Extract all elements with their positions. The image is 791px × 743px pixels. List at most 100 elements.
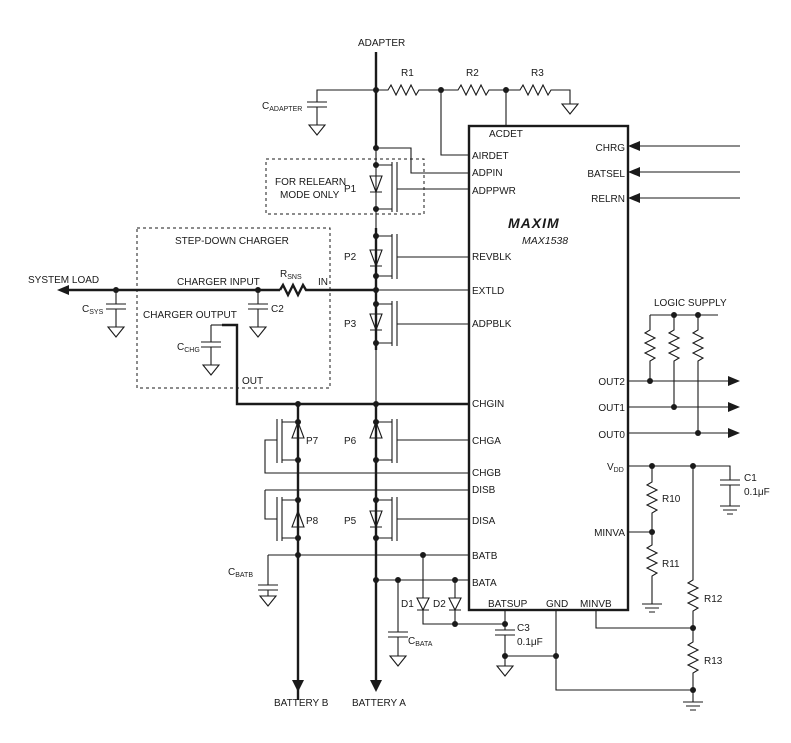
cbata-label: CBATA	[408, 636, 433, 648]
csys-label: CSYS	[82, 304, 104, 316]
pin-adpblk: ADPBLK	[472, 319, 512, 330]
r10-label: R10	[662, 494, 681, 505]
p2-label: P2	[344, 252, 357, 263]
in-label: IN	[318, 277, 328, 288]
r3-label: R3	[531, 68, 544, 79]
arrow-right-icon	[728, 402, 740, 412]
arrow-left-icon	[628, 167, 640, 177]
ground-icon	[106, 326, 126, 338]
pin-batsel: BATSEL	[587, 169, 625, 180]
cadapter-label: CADAPTER	[262, 101, 302, 113]
pin-adpin: ADPIN	[472, 168, 503, 179]
arrow-right-icon	[728, 376, 740, 386]
pin-out2: OUT2	[598, 377, 625, 388]
d2-label: D2	[433, 599, 446, 610]
c3-label: C3	[517, 623, 530, 634]
pin-minvb: MINVB	[580, 599, 612, 610]
ic-body	[467, 124, 630, 612]
arrow-left-icon	[628, 193, 640, 203]
arrow-down-icon	[292, 680, 304, 692]
c1-value: 0.1μF	[744, 487, 770, 498]
system-load-label: SYSTEM LOAD	[28, 275, 99, 286]
p8-mosfet	[264, 490, 305, 541]
pullup-resistor	[643, 315, 657, 381]
ground-icon	[201, 364, 221, 376]
ground-icon	[683, 701, 703, 711]
pin-bata: BATA	[472, 578, 497, 589]
pin-gnd: GND	[546, 599, 568, 610]
relearn-line2: MODE ONLY	[280, 190, 340, 201]
arrow-right-icon	[728, 428, 740, 438]
r2-label: R2	[466, 68, 479, 79]
r11-label: R11	[662, 559, 680, 570]
pin-acdet: ACDET	[489, 129, 523, 140]
ground-icon	[495, 665, 515, 677]
adapter-label: ADAPTER	[358, 38, 405, 49]
battery-b-label: BATTERY B	[274, 698, 329, 709]
out-label: OUT	[242, 376, 263, 387]
stepdown-title: STEP-DOWN CHARGER	[175, 236, 289, 247]
d1-label: D1	[401, 599, 414, 610]
pin-chga: CHGA	[472, 436, 501, 447]
pin-out1: OUT1	[598, 403, 625, 414]
p1-mosfet	[369, 148, 469, 228]
pin-batsup: BATSUP	[488, 599, 528, 610]
ground-icon	[560, 103, 580, 115]
p7-label: P7	[306, 436, 319, 447]
charger-output-wire	[222, 323, 469, 406]
arrow-left-icon	[628, 141, 640, 151]
c3-value: 0.1μF	[517, 637, 543, 648]
p6-label: P6	[344, 436, 357, 447]
pin-minva: MINVA	[594, 528, 625, 539]
svg-text:MAXIM: MAXIM	[508, 215, 560, 231]
pin-adppwr: ADPPWR	[472, 186, 516, 197]
stepdown-box	[136, 227, 331, 389]
p7-mosfet	[264, 419, 469, 474]
c2-label: C2	[271, 304, 284, 315]
pin-chrg: CHRG	[596, 143, 626, 154]
pin-disa: DISA	[472, 516, 496, 527]
pin-chgin: CHGIN	[472, 399, 504, 410]
r1-r2-r3-divider	[376, 83, 571, 104]
logic-supply-label: LOGIC SUPPLY	[654, 298, 727, 309]
pullup-resistor	[667, 315, 681, 407]
arrow-left-icon	[57, 285, 69, 295]
r12-label: R12	[704, 594, 723, 605]
p3-mosfet	[369, 301, 469, 346]
maxim-logo: MAXIM	[508, 215, 560, 231]
p5-label: P5	[344, 516, 357, 527]
rsns-resistor	[278, 282, 376, 298]
p8-label: P8	[306, 516, 319, 527]
pin-chgb: CHGB	[472, 468, 501, 479]
rsns-label: RSNS	[280, 269, 302, 281]
pin-disb: DISB	[472, 485, 496, 496]
arrow-down-icon	[370, 680, 382, 692]
d1-diode	[416, 555, 505, 625]
pullup-resistor	[691, 315, 705, 433]
relearn-line1: FOR RELEARN	[275, 177, 346, 188]
r1-label: R1	[401, 68, 414, 79]
cchg-label: CCHG	[177, 342, 200, 354]
charger-output-label: CHARGER OUTPUT	[143, 310, 237, 321]
pin-revblk: REVBLK	[472, 252, 512, 263]
ground-icon	[307, 124, 327, 136]
pin-extld: EXTLD	[472, 286, 504, 297]
d2-diode	[448, 580, 462, 624]
pin-vdd: VDD	[607, 462, 624, 474]
r13-resistor	[686, 628, 700, 702]
p3-label: P3	[344, 319, 357, 330]
p5-mosfet	[369, 497, 469, 541]
charger-input-label: CHARGER INPUT	[177, 277, 260, 288]
pin-airdet: AIRDET	[472, 151, 509, 162]
p6-mosfet	[369, 419, 469, 463]
ic-part-number: MAX1538	[522, 235, 568, 247]
p2-mosfet	[369, 234, 469, 279]
p1-label: P1	[344, 184, 357, 195]
battery-a-label: BATTERY A	[352, 698, 406, 709]
r11-resistor	[645, 532, 659, 604]
ground-icon	[720, 505, 740, 515]
ground-icon	[248, 326, 268, 338]
pin-batb: BATB	[472, 551, 498, 562]
pin-relrn: RELRN	[591, 194, 625, 205]
